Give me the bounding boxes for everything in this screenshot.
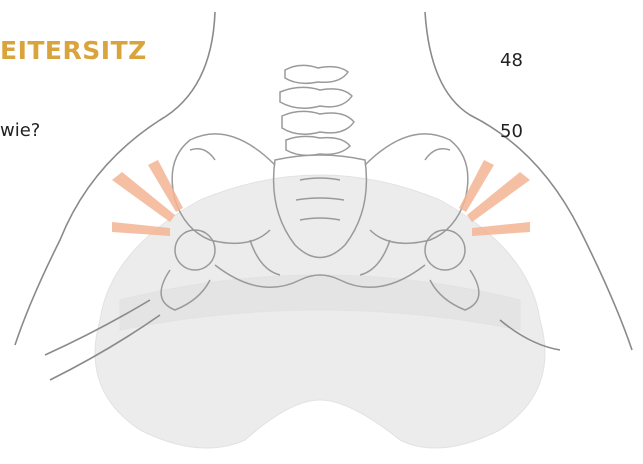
toc-entry: wie? [0, 120, 40, 141]
toc-heading-page: 48 [500, 50, 523, 71]
toc-heading: EITERSITZ [0, 36, 147, 65]
toc-entry-page: 50 [500, 121, 523, 142]
